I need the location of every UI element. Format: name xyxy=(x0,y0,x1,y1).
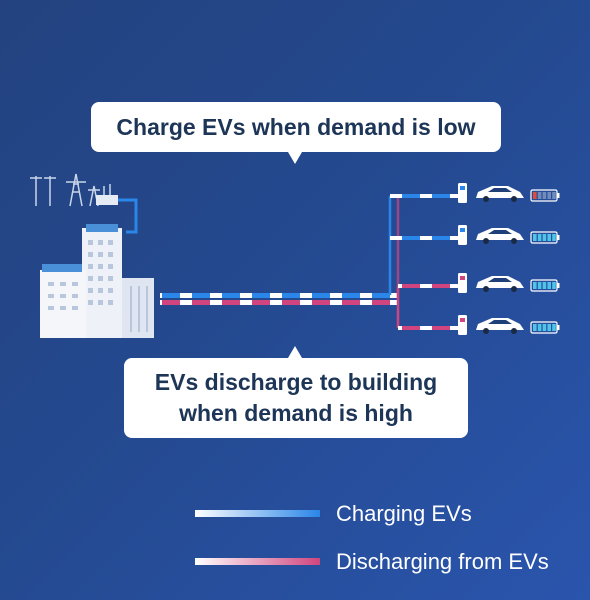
callout-discharge-line1: EVs discharge to building xyxy=(154,369,438,395)
callout-discharge-line2: when demand is high xyxy=(179,400,413,426)
car-window xyxy=(488,188,512,192)
callout-charge-low-text: Charge EVs when demand is low xyxy=(116,114,476,140)
car-wheel xyxy=(483,196,489,202)
battery-cell xyxy=(552,192,556,199)
car-window xyxy=(488,320,512,324)
battery-tip xyxy=(557,325,560,330)
battery-cell xyxy=(537,192,542,199)
building-icon xyxy=(40,224,154,338)
charger-screen xyxy=(460,318,465,322)
battery-cell xyxy=(552,324,556,331)
car-window xyxy=(488,278,512,282)
legend-charging-swatch xyxy=(195,510,320,517)
car-wheel xyxy=(483,328,489,334)
battery-tip xyxy=(557,235,560,240)
ev-branch-line-4 xyxy=(398,326,458,330)
grid-feed-line xyxy=(118,198,138,234)
battery-cell xyxy=(547,282,551,289)
battery-cell xyxy=(537,324,542,331)
car-wheel xyxy=(511,196,517,202)
callout-top-pointer xyxy=(288,152,302,164)
battery-cell xyxy=(547,324,551,331)
callout-charge-low: Charge EVs when demand is low xyxy=(91,102,501,152)
car-wheel xyxy=(511,238,517,244)
trunk-charging-line xyxy=(160,293,398,298)
battery-cell xyxy=(552,282,556,289)
battery-cell xyxy=(537,234,542,241)
callout-discharge-high: EVs discharge to building when demand is… xyxy=(124,358,468,438)
legend-discharging-swatch xyxy=(195,558,320,565)
battery-cell xyxy=(533,282,537,289)
battery-cell xyxy=(542,324,547,331)
legend-discharging-label: Discharging from EVs xyxy=(336,549,549,574)
battery-cell xyxy=(552,234,556,241)
car-wheel xyxy=(483,286,489,292)
car-wheel xyxy=(511,286,517,292)
charger-screen xyxy=(460,186,465,190)
battery-tip xyxy=(557,283,560,288)
battery-cell xyxy=(547,192,551,199)
ev-rows xyxy=(390,183,560,335)
charger-screen xyxy=(460,276,465,280)
substation-icon xyxy=(96,195,118,205)
car-wheel xyxy=(483,238,489,244)
battery-cell xyxy=(542,192,547,199)
battery-cell xyxy=(542,234,547,241)
ev-branch-line-2 xyxy=(390,236,458,240)
ev-branch-line-3 xyxy=(398,284,458,288)
battery-cell xyxy=(542,282,547,289)
callout-bottom-pointer xyxy=(288,346,302,358)
legend-charging-label: Charging EVs xyxy=(336,501,472,526)
ev-branch-line-1 xyxy=(390,194,458,198)
trunk-discharging-line xyxy=(160,300,398,305)
battery-cell xyxy=(533,234,537,241)
car-wheel xyxy=(511,328,517,334)
battery-cell xyxy=(533,324,537,331)
battery-cell xyxy=(533,192,537,199)
car-window xyxy=(488,230,512,234)
charger-screen xyxy=(460,228,465,232)
battery-tip xyxy=(557,193,560,198)
battery-cell xyxy=(547,234,551,241)
battery-cell xyxy=(537,282,542,289)
